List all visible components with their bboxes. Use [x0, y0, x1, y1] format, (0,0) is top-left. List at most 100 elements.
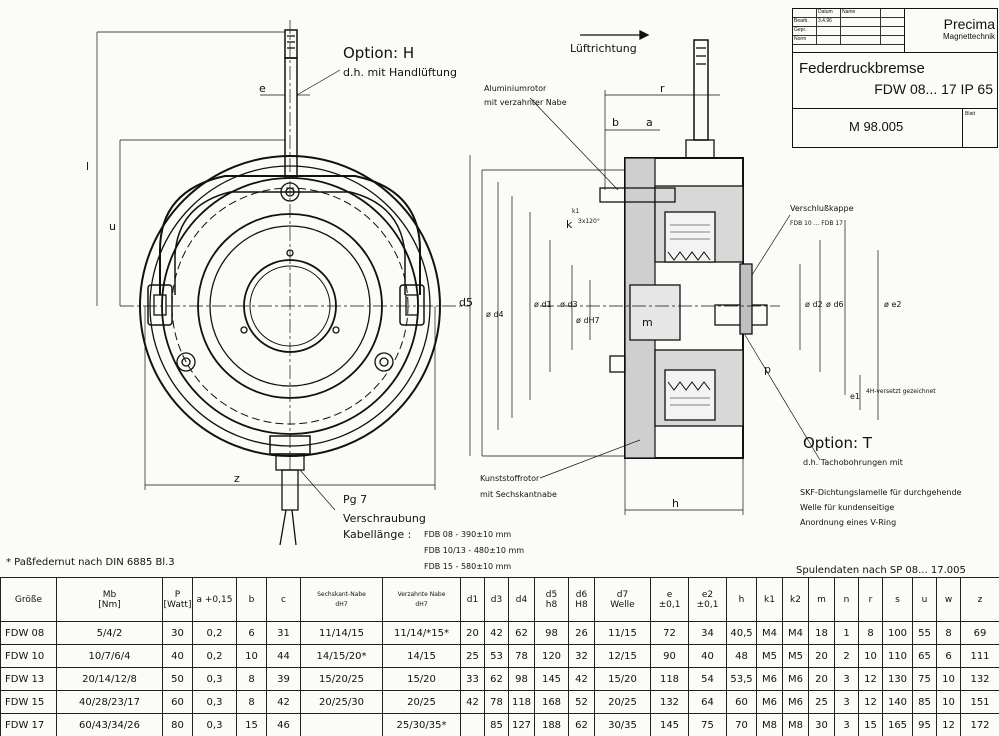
- table-cell: 8: [236, 690, 267, 714]
- table-header-cell: h: [726, 577, 757, 622]
- table-cell: M6: [782, 690, 809, 714]
- table-cell: 62: [508, 621, 535, 645]
- spulendaten-note: Spulendaten nach SP 08... 17.005: [796, 565, 966, 576]
- table-cell: 20/25: [382, 690, 461, 714]
- dim-label-m: m: [642, 316, 653, 329]
- rev-header-2: Datum: [817, 9, 841, 17]
- table-cell: 26: [568, 621, 595, 645]
- table-cell: 6: [936, 644, 961, 668]
- table-header-cell: m: [808, 577, 835, 622]
- table-header-cell: e2±0,1: [688, 577, 727, 622]
- table-cell: 12: [858, 667, 883, 691]
- table-cell: 75: [688, 713, 727, 736]
- table-cell: M6: [782, 667, 809, 691]
- verschlusskappe-label: Verschlußkappe: [790, 204, 854, 213]
- option-h-label: Option: H: [343, 44, 415, 62]
- table-cell: 30: [162, 621, 193, 645]
- table-cell: 98: [534, 621, 569, 645]
- table-cell: 62: [568, 713, 595, 736]
- table-header-cell: Mb[Nm]: [56, 577, 163, 622]
- table-cell: 11/14/15: [300, 621, 383, 645]
- table-cell: M6: [756, 667, 783, 691]
- table-cell: 3: [834, 667, 859, 691]
- dim-label-d1: ø d1: [534, 300, 552, 309]
- table-cell: 25: [808, 690, 835, 714]
- table-cell: 110: [882, 644, 913, 668]
- dim-label-e1: e1: [850, 392, 861, 401]
- rev-cell: 3.4.96: [817, 18, 841, 26]
- table-cell: 8: [936, 621, 961, 645]
- table-cell: 95: [912, 713, 937, 736]
- size-cell: FDW 17: [0, 713, 57, 736]
- table-cell: 60: [726, 690, 757, 714]
- table-cell: [300, 713, 383, 736]
- table-cell: 15: [236, 713, 267, 736]
- dim-label-d6: ø d6: [826, 300, 844, 309]
- table-cell: 145: [650, 713, 689, 736]
- company-subtitle: Magnettechnik: [942, 32, 995, 41]
- table-cell: 15/20: [382, 667, 461, 691]
- dim-label-e: e: [259, 82, 266, 95]
- dim-label-z: z: [234, 472, 240, 485]
- table-cell: 30: [808, 713, 835, 736]
- table-header-cell: d4: [508, 577, 535, 622]
- table-cell: 0,2: [192, 621, 237, 645]
- table-cell: M5: [782, 644, 809, 668]
- table-header-cell: k2: [782, 577, 809, 622]
- table-cell: 25/30/35*: [382, 713, 461, 736]
- sheet-label: Blatt: [965, 111, 976, 117]
- table-cell: 40/28/23/17: [56, 690, 163, 714]
- table-cell: 8: [858, 621, 883, 645]
- table-cell: 0,3: [192, 667, 237, 691]
- table-cell: M8: [782, 713, 809, 736]
- table-cell: 172: [960, 713, 999, 736]
- dim-label-k1: k1: [572, 208, 580, 215]
- product-model: FDW 08... 17 IP 65: [874, 81, 993, 97]
- table-cell: 54: [688, 667, 727, 691]
- table-cell: 15/20: [594, 667, 651, 691]
- table-header-cell: n: [834, 577, 859, 622]
- rev-cell: [841, 36, 881, 44]
- table-cell: 40: [162, 644, 193, 668]
- table-cell: 48: [726, 644, 757, 668]
- table-cell: 53,5: [726, 667, 757, 691]
- table-cell: 6: [236, 621, 267, 645]
- dim-label-e1-sub: 4H-versetzt gezeichnet: [866, 388, 936, 395]
- table-header-cell: z: [960, 577, 999, 622]
- table-header-cell: w: [936, 577, 961, 622]
- dim-label-h: h: [672, 497, 679, 510]
- rev-cell: [817, 27, 841, 35]
- dim-label-b: b: [612, 116, 619, 129]
- table-cell: 69: [960, 621, 999, 645]
- verschlusskappe-sub: FDB 10 ... FDB 17: [790, 220, 843, 227]
- table-cell: 12: [936, 713, 961, 736]
- option-h-desc: d.h. mit Handlüftung: [343, 66, 457, 79]
- table-cell: 44: [266, 644, 301, 668]
- table-cell: M8: [756, 713, 783, 736]
- pg7-label: Pg 7: [343, 493, 368, 506]
- table-cell: 10/7/6/4: [56, 644, 163, 668]
- company-box: Precima Magnettechnik: [905, 9, 997, 53]
- kunststoffrotor-label: Kunststoffrotor: [480, 474, 540, 483]
- table-header-cell: d3: [484, 577, 509, 622]
- skf-line: Anordnung eines V-Ring: [800, 518, 897, 527]
- rev-cell: [841, 27, 881, 35]
- alurotor-label: Aluminiumrotor: [484, 84, 547, 93]
- table-cell: 188: [534, 713, 569, 736]
- table-cell: 0,3: [192, 713, 237, 736]
- table-cell: 1: [834, 621, 859, 645]
- table-cell: 20: [808, 667, 835, 691]
- table-cell: 78: [508, 644, 535, 668]
- table-cell: 20: [808, 644, 835, 668]
- table-cell: 32: [568, 644, 595, 668]
- size-cell: FDW 08: [0, 621, 57, 645]
- table-cell: 75: [912, 667, 937, 691]
- table-cell: 20: [460, 621, 485, 645]
- table-cell: 18: [808, 621, 835, 645]
